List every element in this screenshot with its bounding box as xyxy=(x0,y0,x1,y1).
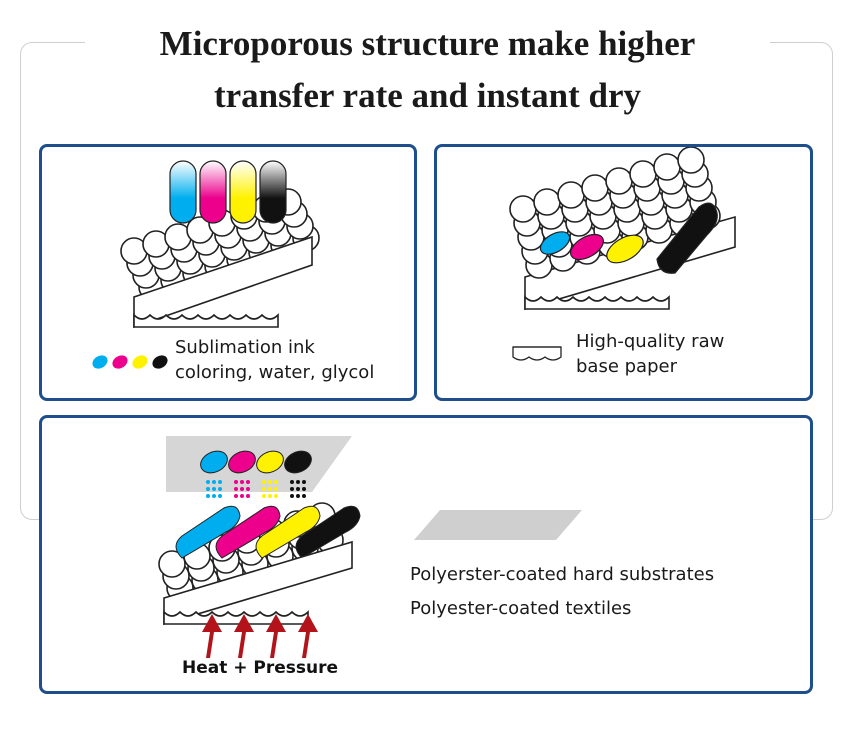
vapor-dot xyxy=(206,487,210,491)
vapor-dot xyxy=(290,480,294,484)
black-top-drop xyxy=(284,450,312,474)
ink-caption-line-2: coloring, water, glycol xyxy=(175,362,375,383)
vapor-dot xyxy=(262,494,266,498)
pore-sphere xyxy=(653,153,681,181)
vapor-dot xyxy=(218,480,222,484)
vapor-dot xyxy=(268,480,272,484)
pore-sphere xyxy=(677,147,705,174)
paper-caption-line-2: base paper xyxy=(576,356,677,377)
pore-sphere xyxy=(557,181,585,209)
black-ink-blob xyxy=(295,505,361,559)
vapor-dot xyxy=(218,494,222,498)
magenta-absorbed-ink xyxy=(570,233,604,261)
pore-sphere xyxy=(158,550,186,578)
vapor-dot xyxy=(274,480,278,484)
ink-drop-icon xyxy=(92,355,168,369)
vapor-dot xyxy=(234,494,238,498)
vapor-dot xyxy=(274,487,278,491)
ink-columns xyxy=(169,160,287,224)
magenta-ink-blob xyxy=(215,505,281,559)
pore-sphere xyxy=(581,174,609,202)
vapor-dot xyxy=(274,494,278,498)
cyan-ink-blob xyxy=(175,505,241,559)
cyan-top-drop xyxy=(200,450,228,474)
pore-sphere xyxy=(509,195,537,223)
vapor-dot xyxy=(246,487,250,491)
ink-illustration xyxy=(92,160,320,369)
vapor-dot xyxy=(246,494,250,498)
paper-caption-line-1: High-quality raw xyxy=(576,331,725,352)
vapor-dot xyxy=(234,480,238,484)
vapor-dot xyxy=(262,480,266,484)
heat-arrow-icon xyxy=(202,614,318,658)
transfer-illustration xyxy=(158,436,582,658)
vapor-dot xyxy=(302,487,306,491)
vapor-dot xyxy=(212,494,216,498)
substrate-caption: Polyerster-coated hard substrates Polyes… xyxy=(410,558,714,626)
vapor-dot xyxy=(262,487,266,491)
vapor-dot xyxy=(240,494,244,498)
vapor-dot xyxy=(240,480,244,484)
heat-pressure-label: Heat + Pressure xyxy=(182,658,339,678)
vapor-dot xyxy=(212,480,216,484)
substrate-base-block xyxy=(163,540,353,626)
pore-sphere xyxy=(629,160,657,188)
paper-caption: High-quality raw base paper xyxy=(576,329,724,379)
vapor-dot xyxy=(302,494,306,498)
vapor-dot xyxy=(268,494,272,498)
title-line-2: transfer rate and instant dry xyxy=(213,76,642,115)
ink-caption-line-1: Sublimation ink xyxy=(175,337,315,358)
title-block: Microporous structure make higher transf… xyxy=(85,18,770,122)
black-ink-column xyxy=(259,160,287,224)
vapor-dot xyxy=(302,480,306,484)
substrate-swatch xyxy=(414,510,582,540)
vapor-dot xyxy=(290,487,294,491)
yellow-top-drop xyxy=(256,450,284,474)
vapor-dot xyxy=(296,494,300,498)
pore-sphere xyxy=(533,188,561,216)
vapor-dot xyxy=(212,487,216,491)
vapor-dots xyxy=(206,480,306,498)
cyan-absorbed-ink xyxy=(539,231,571,255)
title-line-1: Microporous structure make higher xyxy=(159,24,696,63)
vapor-dot xyxy=(268,487,272,491)
yellow-ink-blob xyxy=(255,505,321,559)
transfer-panel: Polyerster-coated hard substrates Polyes… xyxy=(39,415,813,694)
top-ink-drops xyxy=(200,450,312,474)
paper-illustration xyxy=(509,147,736,361)
paper-layer-icon xyxy=(512,346,562,361)
paper-base-block xyxy=(133,235,313,329)
ink-panel: Sublimation ink coloring, water, glycol xyxy=(39,144,417,401)
magenta-top-drop xyxy=(228,450,256,474)
vapor-dot xyxy=(246,480,250,484)
absorbed-ink xyxy=(539,202,718,274)
substrate-caption-line-1: Polyerster-coated hard substrates xyxy=(410,564,715,585)
magenta-ink-column xyxy=(199,160,227,224)
vapor-dot xyxy=(206,494,210,498)
vapor-dot xyxy=(296,480,300,484)
vapor-dot xyxy=(240,487,244,491)
vapor-dot xyxy=(218,487,222,491)
page-title: Microporous structure make higher transf… xyxy=(85,18,770,122)
black-absorbed-ink xyxy=(656,202,718,274)
vapor-dot xyxy=(206,480,210,484)
substrate-caption-line-2: Polyester-coated textiles xyxy=(410,598,632,619)
bottom-ink-blobs xyxy=(175,505,361,559)
yellow-ink-column xyxy=(229,160,257,224)
vapor-dot xyxy=(296,487,300,491)
yellow-absorbed-ink xyxy=(606,234,644,264)
cyan-ink-column xyxy=(169,160,197,224)
vapor-dot xyxy=(234,487,238,491)
vapor-dot xyxy=(290,494,294,498)
ink-caption: Sublimation ink coloring, water, glycol xyxy=(175,335,374,385)
pore-sphere xyxy=(605,167,633,195)
paper-panel: High-quality raw base paper xyxy=(434,144,813,401)
